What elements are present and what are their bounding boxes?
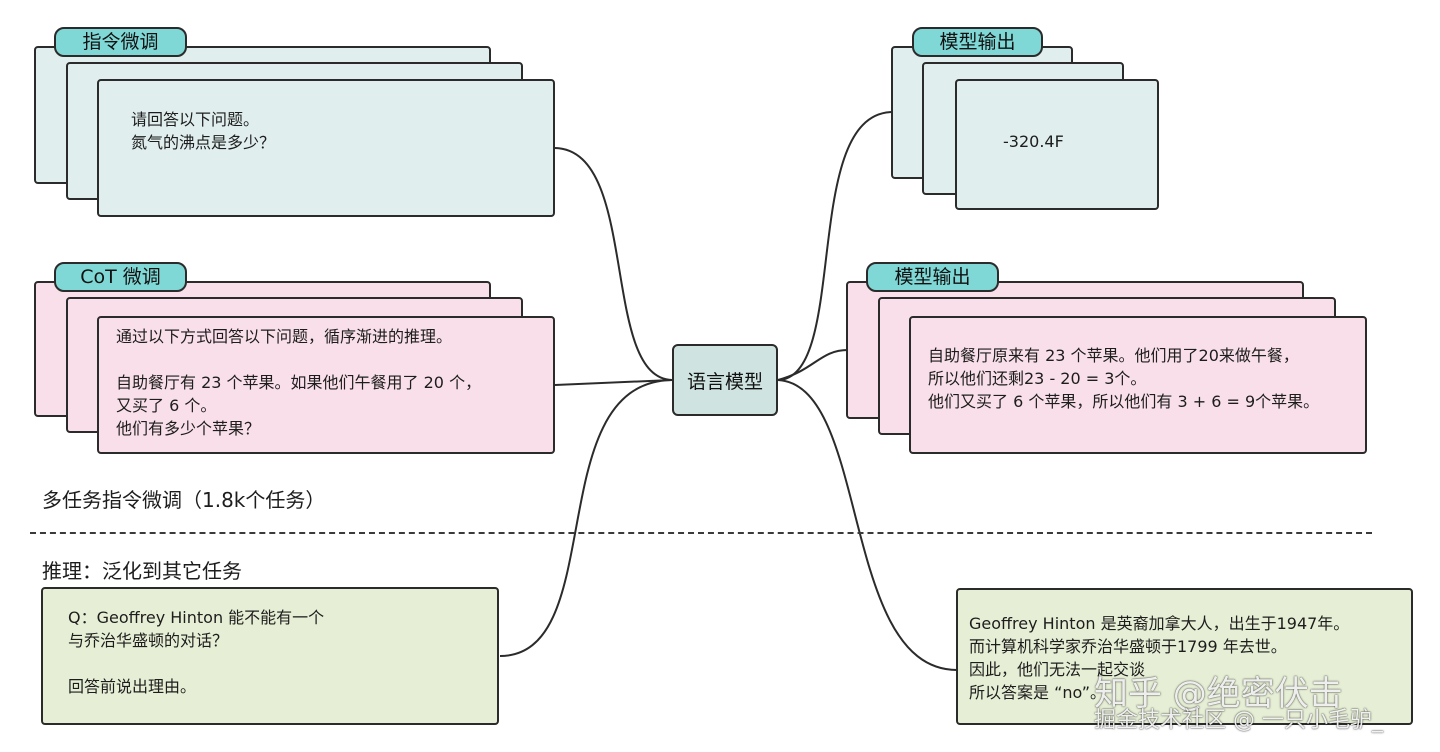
output-1-card	[955, 79, 1159, 210]
inference-question-text: Q：Geoffrey Hinton 能不能有一个 与乔治华盛顿的对话？ 回答前说…	[68, 608, 325, 696]
connector-cot	[554, 379, 673, 386]
cot-tag: CoT 微调	[54, 262, 187, 292]
output-1-tag: 模型输出	[912, 27, 1043, 57]
inference-answer-card	[956, 588, 1413, 725]
inference-caption: 推理：泛化到其它任务	[42, 559, 242, 583]
output-2-card	[909, 316, 1367, 454]
output-2-tag: 模型输出	[866, 262, 999, 292]
connector-answer	[777, 379, 958, 671]
cot-text: 通过以下方式回答以下问题，循序渐进的推理。 自助餐厅有 23 个苹果。如果他们午…	[116, 327, 482, 438]
inference-question-card	[41, 587, 499, 725]
output-2-text: 自助餐厅原来有 23 个苹果。他们用了20来做午餐， 所以他们还剩23 - 20…	[928, 346, 1320, 411]
language-model-label: 语言模型	[686, 370, 763, 393]
connector-output-1	[777, 111, 894, 381]
cot-card	[97, 316, 555, 454]
connector-inference	[499, 379, 673, 657]
section-divider	[30, 532, 1372, 534]
connector-output-2	[777, 349, 849, 381]
multitask-caption: 多任务指令微调（1.8k个任务）	[42, 488, 326, 512]
output-1-text: -320.4F	[1003, 132, 1064, 151]
watermark-zhihu: 知乎 @绝密伏击	[1094, 674, 1343, 714]
instruction-tag: 指令微调	[54, 27, 187, 57]
language-model-node: 语言模型	[672, 344, 778, 416]
inference-answer-text: Geoffrey Hinton 是英裔加拿大人，出生于1947年。 而计算机科学…	[969, 614, 1350, 702]
instruction-text: 请回答以下问题。 氮气的沸点是多少？	[131, 110, 276, 152]
watermark-juejin: 掘金技术社区 @ 一只小毛驴_	[1094, 708, 1383, 733]
connector-instruction	[554, 147, 673, 381]
instruction-card	[97, 79, 555, 217]
